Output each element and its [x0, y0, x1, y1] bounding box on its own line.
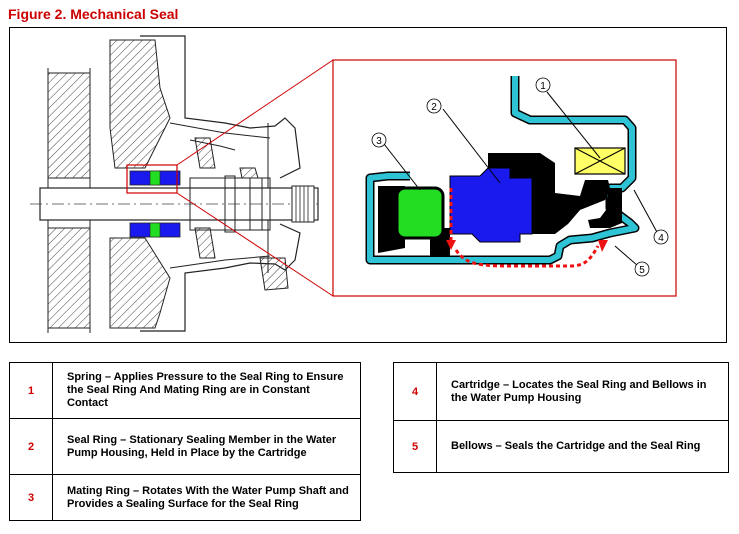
legend-table-right: 4 Cartridge – Locates the Seal Ring and …: [393, 362, 729, 473]
callout-5: 5: [634, 261, 650, 277]
legend-row-5: 5 Bellows – Seals the Cartridge and the …: [393, 420, 729, 473]
legend-row-1: 1 Spring – Applies Pressure to the Seal …: [9, 362, 361, 419]
seal-ring-part: [449, 167, 533, 243]
seal-detail-enlargement: 1 2 3 4 5: [332, 59, 677, 297]
water-pump-cross-section: [30, 35, 319, 333]
callout-1: 1: [535, 77, 551, 93]
leader-line-3: [383, 143, 421, 191]
callout-2: 2: [426, 98, 442, 114]
mating-ring-part: [395, 186, 445, 240]
legend-table-left: 1 Spring – Applies Pressure to the Seal …: [9, 362, 361, 521]
callout-3-label: 3: [376, 136, 382, 147]
legend-description: Mating Ring – Rotates With the Water Pum…: [52, 474, 361, 521]
leader-line-2: [442, 108, 501, 184]
callout-1-label: 1: [540, 81, 546, 92]
legend-description: Spring – Applies Pressure to the Seal Ri…: [52, 362, 361, 419]
legend-number: 4: [393, 362, 437, 421]
leader-line-4: [633, 189, 659, 235]
legend-number: 1: [9, 362, 53, 419]
mechanical-seal-drawing: 1 2 3 4 5: [30, 35, 677, 333]
callout-4: 4: [653, 229, 669, 245]
zoom-source-box: [126, 164, 178, 194]
callout-3: 3: [371, 132, 387, 148]
legend-number: 2: [9, 418, 53, 475]
legend-row-4: 4 Cartridge – Locates the Seal Ring and …: [393, 362, 729, 421]
callout-4-label: 4: [658, 233, 664, 244]
spring-part: [574, 147, 626, 175]
zoom-line-top: [176, 59, 334, 166]
legend-description: Seal Ring – Stationary Sealing Member in…: [52, 418, 361, 475]
leader-line-1: [546, 91, 601, 159]
legend-number: 3: [9, 474, 53, 521]
legend-number: 5: [393, 420, 437, 473]
figure-frame: 1 2 3 4 5: [9, 27, 727, 343]
leader-line-5: [614, 245, 639, 267]
callout-5-label: 5: [639, 265, 645, 276]
zoom-line-bottom: [176, 192, 334, 297]
legend-row-3: 3 Mating Ring – Rotates With the Water P…: [9, 474, 361, 521]
legend-description: Bellows – Seals the Cartridge and the Se…: [436, 420, 729, 473]
figure-title: Figure 2. Mechanical Seal: [8, 6, 179, 22]
cartridge-part: [365, 76, 640, 265]
coolant-flow-arrow: [446, 188, 608, 268]
legend-row-2: 2 Seal Ring – Stationary Sealing Member …: [9, 418, 361, 475]
callout-2-label: 2: [431, 102, 437, 113]
legend-description: Cartridge – Locates the Seal Ring and Be…: [436, 362, 729, 421]
